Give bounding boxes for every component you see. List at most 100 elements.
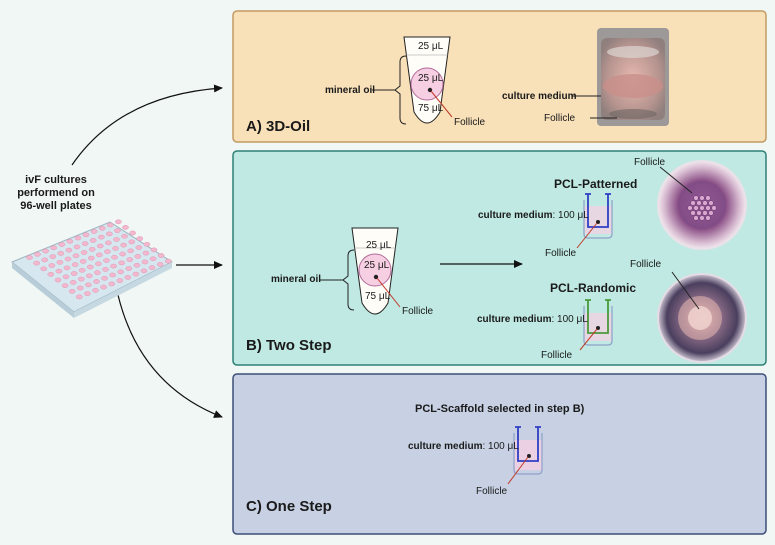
panel-b-oil-top: 25 μL [366,240,392,251]
patterned-medium-label: culture medium [478,210,553,221]
well [49,254,57,259]
panel-a-oil-bottom: 75 μL [418,103,444,114]
well [129,230,136,236]
caption-line-3: 96-well plates [20,200,92,212]
panel-a-oil-top: 25 μL [418,41,444,52]
panel-b-tube [320,227,401,315]
well [57,251,65,256]
scaffold-pore [699,215,705,221]
randomic-insert [579,299,613,351]
scaffold-pore [693,215,699,221]
scaffold-pore [696,200,702,206]
well [111,254,118,260]
scaffold-pore [702,200,708,206]
panel-b-box [232,150,767,366]
well [64,256,72,262]
well [88,246,96,252]
well [108,281,115,287]
well [62,274,70,280]
well [56,259,64,265]
panel-b-oil-bottom: 75 μL [365,291,391,302]
well [149,256,157,262]
well [133,262,141,268]
one-step-insert [507,426,543,485]
well [95,261,102,267]
well [150,247,158,253]
scaffold-pore [711,205,717,211]
scaffold-pore [687,205,693,211]
panel-c-subtitle: PCL-Scaffold selected in step B) [415,403,585,415]
well [77,285,84,291]
well [92,288,99,293]
well [142,250,150,256]
well [50,245,58,251]
well [34,251,41,257]
well [134,254,142,259]
randomic-follicle: Follicle [541,350,573,361]
well [156,262,164,267]
well [107,222,114,228]
scaffold-pore [705,205,711,211]
well [90,229,98,234]
arrow-to-c [117,294,223,418]
well [157,253,165,258]
scaffold-pore [702,210,708,216]
well [88,255,95,261]
well [94,270,101,275]
well [78,276,85,282]
well [74,235,82,241]
well [61,283,69,288]
panel-b-mineral-oil: mineral oil [271,274,322,285]
randomic-photo [657,271,747,363]
randomic-medium-value: : 100 μL [551,314,588,325]
scaffold-pore [693,195,699,201]
arrow-to-a [71,84,223,166]
96-well-plate [11,219,174,318]
well [80,250,88,255]
well [86,273,93,279]
well [126,257,134,262]
well [113,237,120,242]
panel-c-medium-value: : 100 μL [482,441,519,452]
well [140,268,148,274]
panel-a-tube [372,36,453,125]
well [117,269,124,275]
patterned-photo [657,160,747,250]
well [84,291,91,296]
well [141,259,149,265]
well [40,266,48,272]
scaffold-pore [708,200,714,206]
panel-a-photo [572,28,669,126]
scaffold-pore [693,205,699,211]
well [143,241,151,247]
well [85,282,92,288]
panel-b-drop: 25 μL [364,260,390,271]
scaffold-pore [690,210,696,216]
panel-c-follicle: Follicle [476,486,508,497]
well [54,277,62,283]
scaffold-pore [696,210,702,216]
panel-a-title: A) 3D-Oil [246,118,311,135]
well [41,257,49,263]
well [115,219,122,225]
well [66,238,74,244]
randomic-medium: culture medium: 100 μL [477,315,588,325]
scaffold-pore [705,195,711,201]
well [106,231,113,237]
well [69,280,77,285]
scaffold-pore [699,205,705,211]
well [101,275,108,281]
scaffold-pore [705,215,711,221]
well [73,244,81,250]
well [78,267,86,273]
patterned-follicle: Follicle [545,248,577,259]
well [128,239,135,245]
well [164,258,172,264]
well [125,266,133,271]
well [79,259,87,264]
panel-a-mineral-oil: mineral oil [325,85,376,96]
well [97,243,104,249]
well [114,228,121,233]
well [105,240,112,246]
well [127,248,134,254]
